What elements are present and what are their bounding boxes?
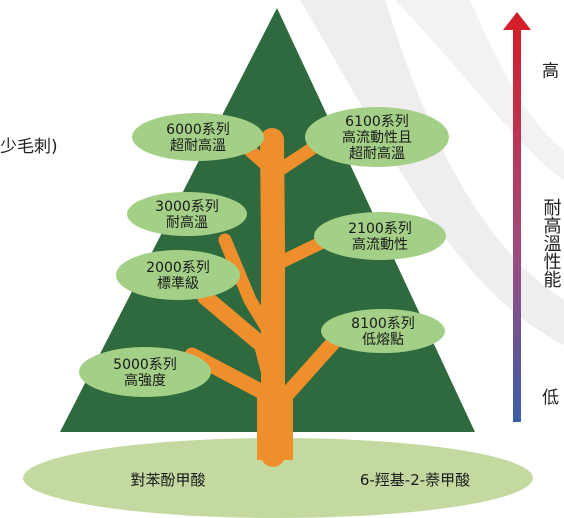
leaf-ellipse — [314, 212, 446, 260]
arrow-head — [503, 12, 531, 30]
leaf-label-line: 低熔點 — [362, 332, 404, 348]
leaf-label-line: 高強度 — [124, 372, 166, 389]
leaf-label-line: 超耐高溫 — [349, 145, 405, 162]
leaf-label-line: 5000系列 — [113, 357, 177, 373]
background-swoosh — [300, 0, 564, 345]
arrow-shaft — [513, 30, 521, 422]
scale-low-label: 低 — [538, 388, 559, 405]
base-label-left: 對苯酚甲酸 — [130, 471, 205, 489]
leaf-ellipse — [132, 113, 264, 161]
scale-axis-label: 耐高溫性能 — [541, 198, 562, 288]
leaf-label-line: 超耐高溫 — [170, 137, 226, 154]
ground-base — [23, 438, 533, 518]
trunk-base — [257, 395, 293, 460]
leaf-ellipse — [321, 309, 445, 353]
leaf-ellipse — [127, 192, 247, 236]
base-label-right: 6-羥基-2-萘甲酸 — [360, 471, 470, 489]
leaf-label-line: 2100系列 — [348, 221, 412, 237]
leaf-label-line: 2000系列 — [146, 260, 210, 276]
heat-resistance-arrow — [503, 12, 531, 422]
leaf-label-line: 8100系列 — [351, 316, 415, 332]
leaf-label-line: 3000系列 — [155, 199, 219, 215]
leaf-label-line: 標準級 — [157, 276, 199, 292]
leaf-ellipse — [79, 347, 211, 397]
leaf-ellipse — [116, 250, 240, 300]
leaf-label-line: 高流動性 — [352, 236, 408, 253]
scale-high-label: 高 — [538, 61, 558, 79]
leaf-ellipse — [305, 107, 449, 167]
leaf-label-line: 6100系列 — [345, 114, 409, 130]
leaf-label-line: 高流動性且 — [342, 129, 412, 146]
leaf-label-line: 6000系列 — [166, 122, 230, 138]
left-text-fragment: 少毛刺) — [0, 137, 58, 157]
leaf-label-line: 耐高溫 — [166, 214, 208, 231]
